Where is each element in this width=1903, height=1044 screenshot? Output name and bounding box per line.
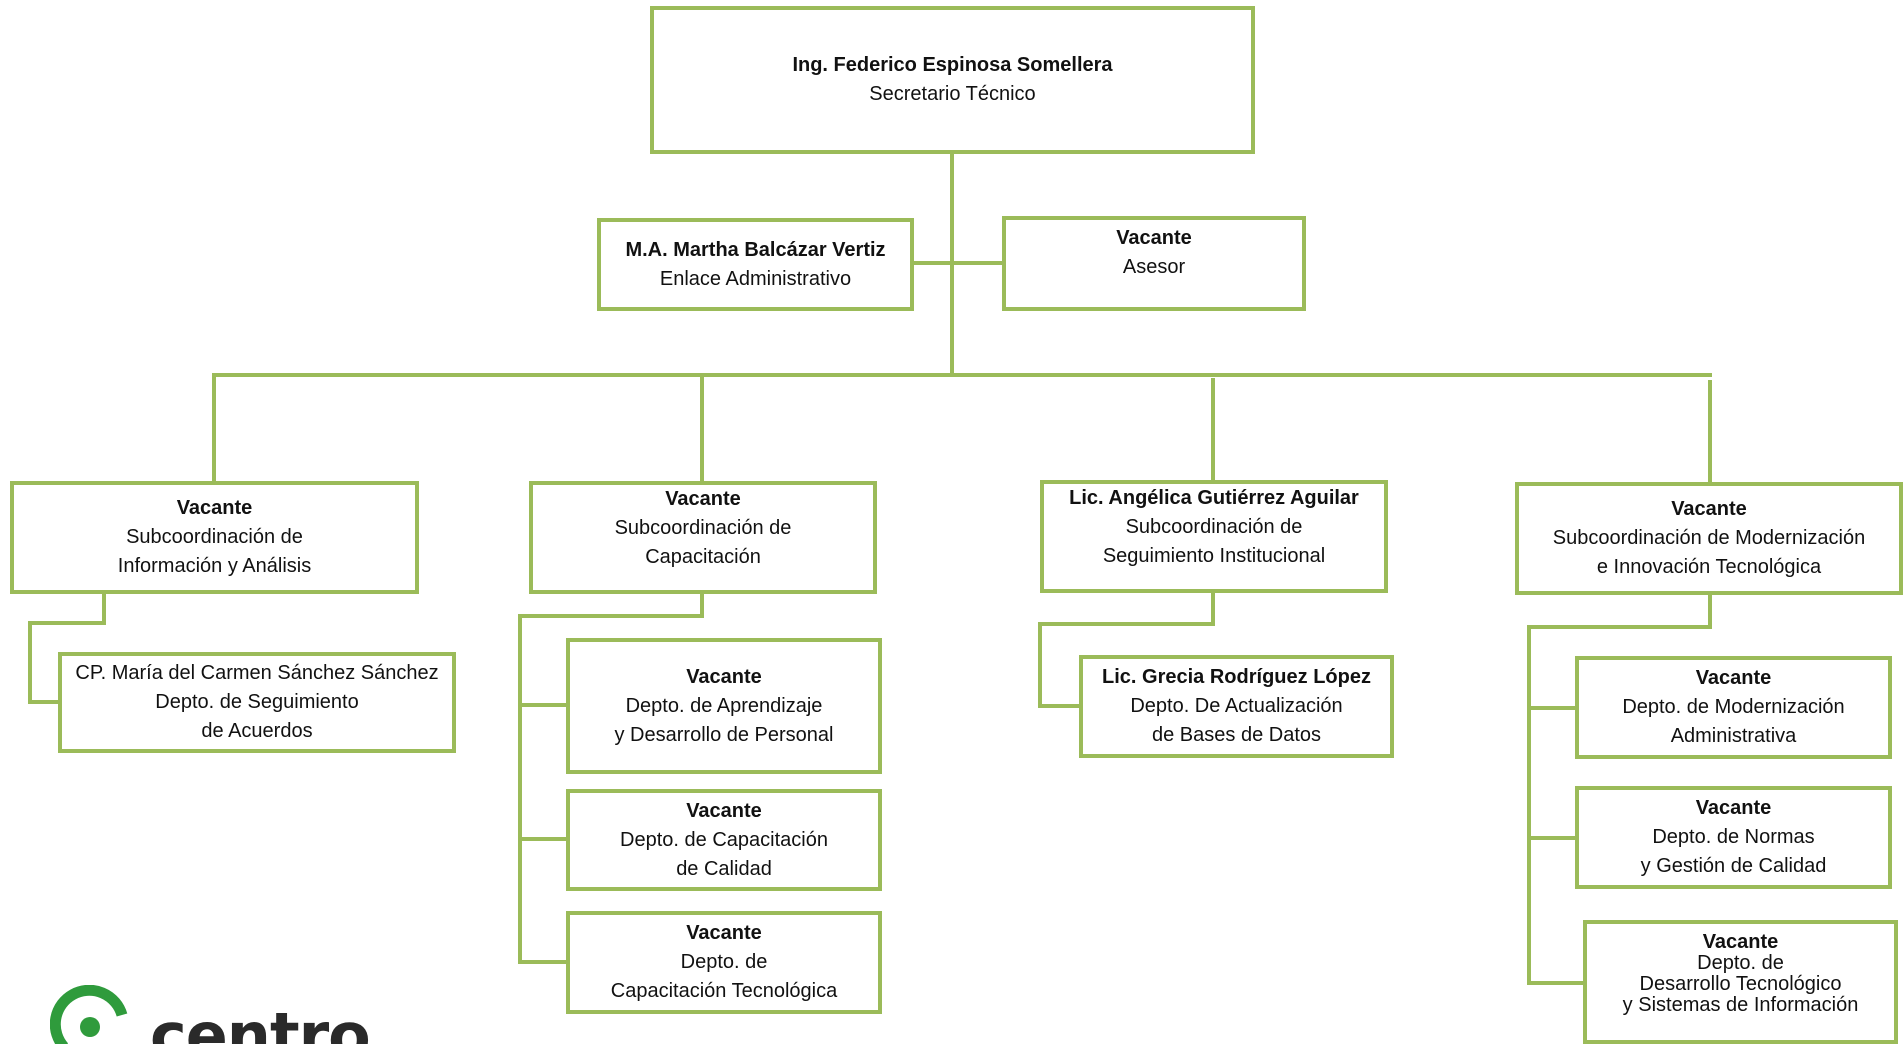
node-title: Enlace Administrativo <box>659 267 852 290</box>
node-line1: Depto. de Seguimiento <box>155 691 359 713</box>
node-line2: de Bases de Datos <box>1152 724 1321 746</box>
node-line3: y Sistemas de Información <box>1622 994 1859 1016</box>
connector-sub1-child-down <box>102 591 106 623</box>
connector-sub4-child-in2 <box>1527 836 1577 840</box>
node-sub-informacion-analisis: Vacante Subcoordinación de Información y… <box>10 481 419 594</box>
connector-sub3-child-h <box>1038 622 1215 626</box>
node-name: Vacante <box>686 922 762 944</box>
node-line2: de Calidad <box>676 857 772 880</box>
node-line1: Subcoordinación de Modernización <box>1552 527 1866 549</box>
connector-sub1-child-in <box>28 700 60 704</box>
node-name: CP. María del Carmen Sánchez Sánchez <box>75 662 439 684</box>
connector-sub2-child-in3 <box>518 960 568 964</box>
connector-sub3-child-in <box>1038 704 1081 708</box>
node-line2: Desarrollo Tecnológico <box>1639 973 1842 995</box>
node-line1: Depto. de Modernización <box>1622 696 1845 718</box>
logo-text: centro <box>150 999 371 1044</box>
connector-enlace <box>912 261 952 265</box>
node-line2: Administrativa <box>1670 725 1797 747</box>
connector-sub2-child-down <box>700 591 704 616</box>
node-name: M.A. Martha Balcázar Vertiz <box>625 238 886 261</box>
node-line1: Depto. De Actualización <box>1130 695 1343 717</box>
node-depto-aprendizaje-desarrollo: Vacante Depto. de Aprendizaje y Desarrol… <box>566 638 882 774</box>
logo-mark-icon <box>50 985 128 1044</box>
node-line2: e Innovación Tecnológica <box>1596 556 1822 578</box>
node-line1: Subcoordinación de <box>126 526 303 548</box>
node-depto-capacitacion-calidad: Vacante Depto. de Capacitación de Calida… <box>566 789 882 891</box>
node-line1: Depto. de <box>680 951 768 973</box>
node-name: Vacante <box>665 488 741 510</box>
node-depto-normas-gestion-calidad: Vacante Depto. de Normas y Gestión de Ca… <box>1575 786 1892 889</box>
node-name: Vacante <box>1702 931 1779 953</box>
node-asesor: Vacante Asesor <box>1002 216 1306 311</box>
node-depto-desarrollo-tecnologico: Vacante Depto. de Desarrollo Tecnológico… <box>1583 920 1898 1044</box>
node-line1: Subcoordinación de <box>614 517 792 539</box>
connector-sub4-child-in3 <box>1527 981 1585 985</box>
connector-sub4-child-h <box>1527 625 1712 629</box>
node-line2: y Gestión de Calidad <box>1640 855 1827 877</box>
node-name: Vacante <box>176 497 253 519</box>
node-secretario-tecnico: Ing. Federico Espinosa Somellera Secreta… <box>650 6 1255 154</box>
connector-sub2-child-in2 <box>518 837 568 841</box>
node-depto-modernizacion-administrativa: Vacante Depto. de Modernización Administ… <box>1575 656 1892 759</box>
node-name: Vacante <box>1695 797 1772 819</box>
node-line1: Depto. de Aprendizaje <box>625 694 823 717</box>
connector-sub1-child-h <box>28 621 106 625</box>
node-line2: y Desarrollo de Personal <box>614 723 834 746</box>
connector-sub4-child-v <box>1527 625 1531 985</box>
node-name: Ing. Federico Espinosa Somellera <box>792 54 1113 76</box>
node-name: Vacante <box>686 799 762 822</box>
node-line2: Capacitación <box>645 546 761 568</box>
connector-sub1-child-v <box>28 621 32 704</box>
node-line1: Depto. de <box>1697 952 1784 974</box>
connector-sub1-drop <box>212 373 216 483</box>
node-sub-capacitacion: Vacante Subcoordinación de Capacitación <box>529 481 877 594</box>
connector-sub3-child-down <box>1211 590 1215 625</box>
node-sub-modernizacion-innovacion: Vacante Subcoordinación de Modernización… <box>1515 482 1903 595</box>
node-title: Asesor <box>1122 256 1186 278</box>
connector-sub2-child-v <box>518 614 522 964</box>
node-line1: Subcoordinación de <box>1125 516 1303 538</box>
node-line1: Depto. de Normas <box>1652 826 1815 848</box>
node-name: Vacante <box>686 665 762 688</box>
connector-asesor <box>952 261 1004 265</box>
node-name: Vacante <box>1695 667 1772 689</box>
node-depto-seguimiento-acuerdos: CP. María del Carmen Sánchez Sánchez Dep… <box>58 652 456 753</box>
node-depto-capacitacion-tecnologica: Vacante Depto. de Capacitación Tecnológi… <box>566 911 882 1014</box>
centro-logo: centro <box>50 985 390 1044</box>
connector-sub2-child-h <box>518 614 704 618</box>
node-name: Lic. Angélica Gutiérrez Aguilar <box>1069 487 1359 509</box>
connector-sub4-child-in1 <box>1527 706 1577 710</box>
connector-sub2-child-in1 <box>518 703 568 707</box>
connector-main-horizontal <box>212 373 1712 377</box>
node-depto-actualizacion-bases-datos: Lic. Grecia Rodríguez López Depto. De Ac… <box>1079 655 1394 758</box>
connector-sub2-drop <box>700 376 704 483</box>
node-line2: de Acuerdos <box>201 720 313 742</box>
node-line2: Capacitación Tecnológica <box>610 980 838 1002</box>
node-name: Vacante <box>1116 227 1192 249</box>
connector-sub4-drop <box>1708 380 1712 484</box>
connector-sub4-child-down <box>1708 592 1712 627</box>
node-line2: Seguimiento Institucional <box>1102 545 1326 567</box>
node-title: Secretario Técnico <box>869 83 1036 105</box>
connector-sub3-child-v <box>1038 622 1042 708</box>
node-enlace-administrativo: M.A. Martha Balcázar Vertiz Enlace Admin… <box>597 218 914 311</box>
node-name: Vacante <box>1671 498 1747 520</box>
connector-sub3-drop <box>1211 378 1215 482</box>
node-sub-seguimiento-institucional: Lic. Angélica Gutiérrez Aguilar Subcoord… <box>1040 480 1388 593</box>
node-line1: Depto. de Capacitación <box>620 828 828 851</box>
node-line2: Información y Análisis <box>117 555 312 577</box>
node-name: Lic. Grecia Rodríguez López <box>1102 666 1371 688</box>
